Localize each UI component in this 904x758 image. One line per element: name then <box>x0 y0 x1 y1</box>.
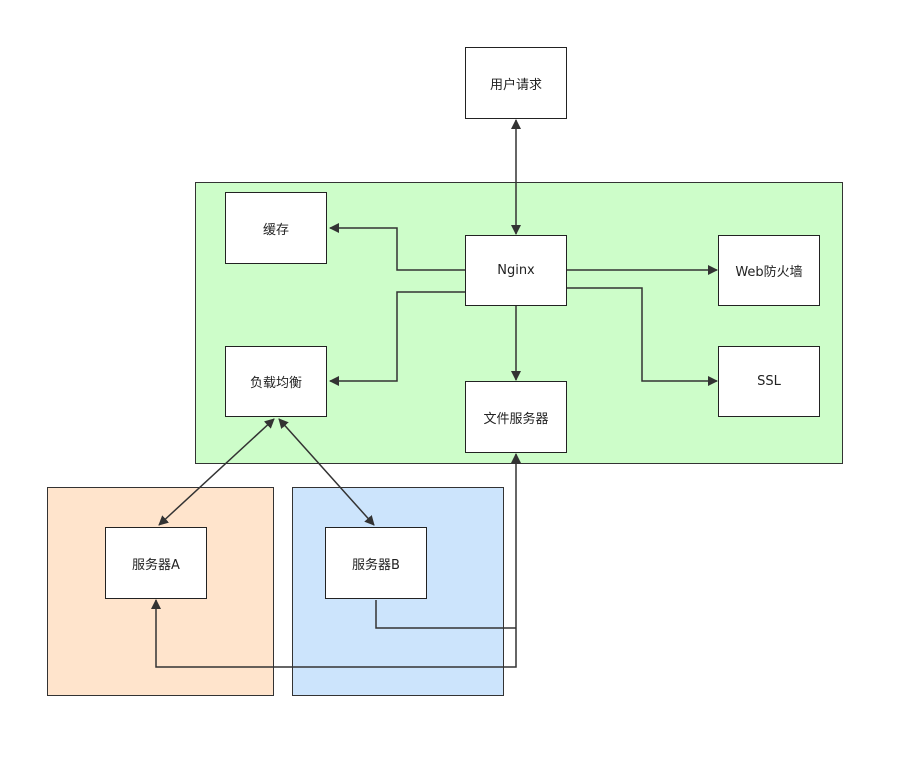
web-firewall-label: Web防火墙 <box>735 265 803 280</box>
server-a-label: 服务器A <box>132 557 180 573</box>
nginx-label: Nginx <box>497 263 535 278</box>
cache-label: 缓存 <box>262 222 289 238</box>
nginx-node: Nginx <box>465 235 567 306</box>
web-firewall-node: Web防火墙 <box>718 235 820 306</box>
server-a-node: 服务器A <box>105 527 207 599</box>
load-balance-node: 负载均衡 <box>225 346 327 417</box>
file-server-node: 文件服务器 <box>465 381 567 453</box>
user-request-node: 用户请求 <box>465 47 567 119</box>
load-balance-label: 负载均衡 <box>249 376 302 391</box>
server-b-node: 服务器B <box>325 527 427 599</box>
server-b-label: 服务器B <box>352 557 400 573</box>
ssl-node: SSL <box>718 346 820 417</box>
file-server-label: 文件服务器 <box>483 411 549 427</box>
user-request-label: 用户请求 <box>489 77 542 93</box>
cache-node: 缓存 <box>225 192 327 264</box>
ssl-label: SSL <box>757 374 781 389</box>
